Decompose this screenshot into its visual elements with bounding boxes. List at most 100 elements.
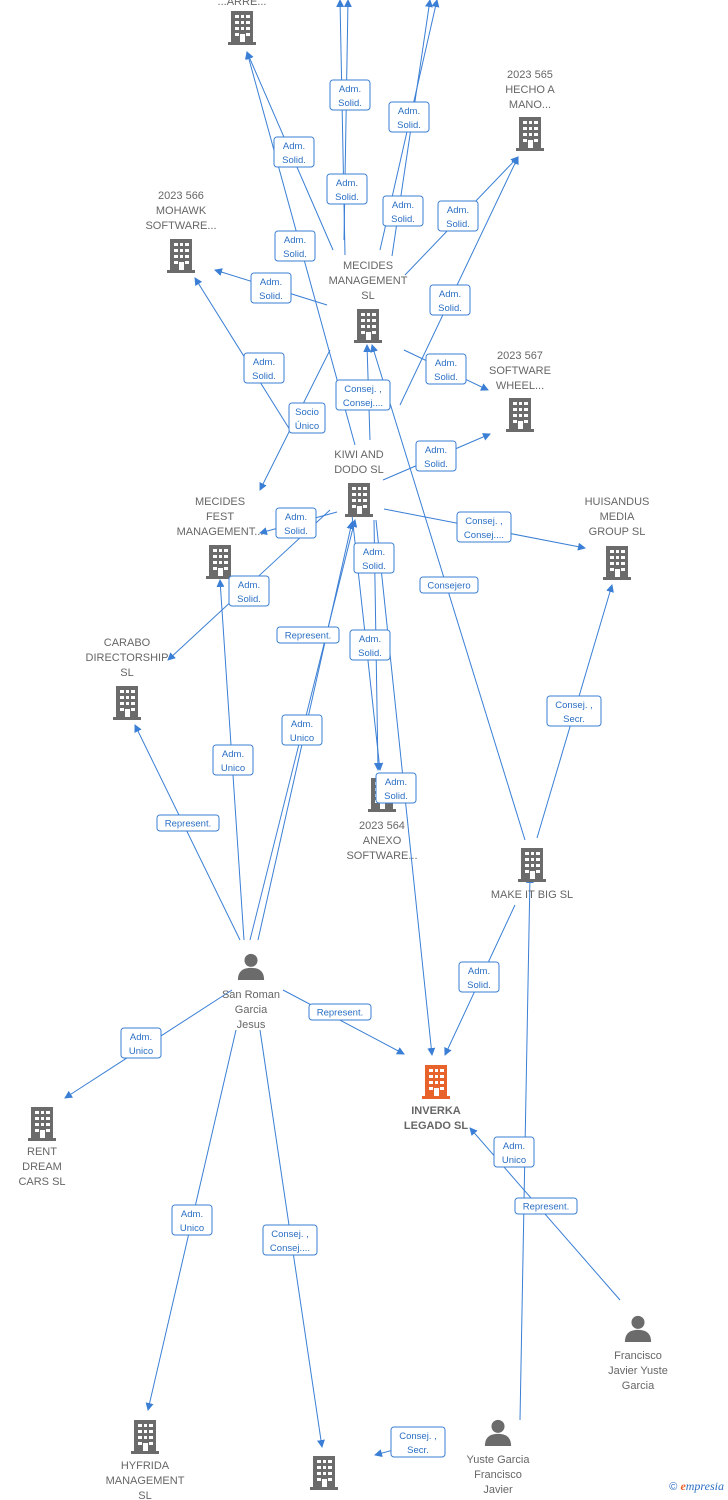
- edge-label[interactable]: Adm.Solid.: [388, 101, 430, 133]
- node-label: MANAGEMENT: [329, 275, 408, 287]
- edge-label-text: Solid.: [338, 98, 362, 109]
- edge-label-text: Consej....: [343, 398, 383, 409]
- edge-label-text: Adm.: [283, 141, 305, 152]
- edge-label[interactable]: Adm.Solid.: [415, 440, 457, 472]
- edge-line: [282, 989, 405, 1055]
- node-mohawk[interactable]: 2023 566MOHAWKSOFTWARE...: [145, 190, 217, 273]
- node-label: Francisco: [474, 1469, 522, 1481]
- building-icon: [310, 1456, 338, 1490]
- node-label: SL: [120, 667, 133, 679]
- edge-label[interactable]: Adm.Solid.: [429, 284, 471, 316]
- edge-label[interactable]: Adm.Unico: [493, 1136, 535, 1168]
- edge-label[interactable]: Adm.Solid.: [250, 272, 292, 304]
- node-label: 2023 564: [359, 820, 405, 832]
- edge-label[interactable]: Consej. ,Consej....: [262, 1224, 318, 1256]
- person-icon: [237, 953, 265, 980]
- edge-label[interactable]: Represent.: [514, 1197, 578, 1215]
- edge-label-text: Solid.: [358, 648, 382, 659]
- building-icon: [518, 848, 546, 882]
- copyright-symbol: ©: [669, 1481, 678, 1493]
- edge-label-box: [415, 440, 457, 472]
- edge-label[interactable]: Adm. Solid.: [329, 79, 371, 111]
- edge-label-text: Represent.: [285, 631, 331, 642]
- edge-label[interactable]: Consej. ,Secr.: [390, 1426, 446, 1458]
- edge-label[interactable]: Adm.Solid.: [375, 772, 417, 804]
- edge-label[interactable]: Adm.Solid.: [349, 629, 391, 661]
- node-makeitbig[interactable]: MAKE IT BIG SL: [491, 848, 573, 901]
- edge-label[interactable]: Adm.Solid.: [228, 575, 270, 607]
- edge-label[interactable]: Consej. ,Consej....: [456, 511, 512, 543]
- edge-label-text: Solid.: [438, 303, 462, 314]
- edge-label-box: [274, 230, 316, 262]
- edge-label[interactable]: Consejero: [419, 576, 479, 594]
- brand-first-letter: e: [680, 1479, 686, 1493]
- building-icon: [113, 686, 141, 720]
- edge-label-text: Represent.: [523, 1202, 569, 1213]
- edge-label[interactable]: Adm.Solid.: [274, 230, 316, 262]
- edge-label[interactable]: Represent.: [156, 814, 220, 832]
- node-anexo[interactable]: 2023 564ANEXOSOFTWARE...: [346, 778, 418, 862]
- edge-label[interactable]: Adm.Solid.: [273, 136, 315, 168]
- edge-label[interactable]: Adm.Solid.: [353, 542, 395, 574]
- edge-label-text: Unico: [180, 1223, 204, 1234]
- edge-label-box: [349, 629, 391, 661]
- edge-label[interactable]: Consej. ,Consej....: [335, 379, 391, 411]
- edge-label-box: [546, 695, 602, 727]
- edge-label[interactable]: Adm.Solid.: [275, 507, 317, 539]
- node-label: Garcia: [235, 1004, 268, 1016]
- node-label: MEDIA: [600, 511, 636, 523]
- node-mecides-fest[interactable]: MECIDESFESTMANAGEMENT...: [177, 496, 264, 579]
- edge-label[interactable]: Adm.Solid.: [458, 961, 500, 993]
- edge-label[interactable]: Adm.Solid.: [382, 195, 424, 227]
- brand-logo[interactable]: empresia: [680, 1479, 724, 1493]
- edge-label[interactable]: Adm.Unico: [171, 1204, 213, 1236]
- edge-label[interactable]: Adm.Solid.: [437, 200, 479, 232]
- node-label: HECHO A: [505, 84, 555, 96]
- building-icon: [354, 309, 382, 343]
- edge-label[interactable]: Represent.: [308, 1003, 372, 1021]
- edge-label-text: Solid.: [284, 526, 308, 537]
- node-bottom[interactable]: [310, 1456, 338, 1490]
- edge-label[interactable]: Adm.Solid.: [425, 353, 467, 385]
- node-label: 2023 566: [158, 190, 204, 202]
- edge-label-text: Adm.: [339, 84, 361, 95]
- edge-label-box: [375, 772, 417, 804]
- edge-label-text: Solid.: [362, 561, 386, 572]
- building-icon: [28, 1107, 56, 1141]
- node-wheel[interactable]: 2023 567SOFTWAREWHEEL...: [489, 350, 551, 432]
- edge-label-text: Adm.: [398, 106, 420, 117]
- edge-label[interactable]: Consej. ,Secr.: [546, 695, 602, 727]
- edge-label-box: [390, 1426, 446, 1458]
- node-label: MANAGEMENT: [106, 1475, 185, 1487]
- edge-label[interactable]: Adm.Solid.: [326, 173, 368, 205]
- edge-label-text: Solid.: [252, 371, 276, 382]
- edge-label[interactable]: Represent.: [276, 626, 340, 644]
- edge-label[interactable]: Adm.Solid.: [243, 352, 285, 384]
- edge-label-text: Consej. ,: [555, 700, 593, 711]
- edge-label-text: Solid.: [424, 459, 448, 470]
- edge-label-text: Consejero: [427, 581, 470, 592]
- edge-label[interactable]: Adm.Unico: [212, 744, 254, 776]
- node-label: ...ARRE...: [218, 0, 267, 8]
- edge-label-text: Solid.: [446, 219, 470, 230]
- edge-label-box: [262, 1224, 318, 1256]
- edge-label-box: [308, 1003, 372, 1021]
- edge-label-box: [171, 1204, 213, 1236]
- node-label: ANEXO: [363, 835, 402, 847]
- edge-label-box: [156, 814, 220, 832]
- node-top[interactable]: ...ARRE...: [218, 0, 267, 45]
- edge-label[interactable]: Adm.Unico: [281, 714, 323, 746]
- edge-label[interactable]: Adm.Unico: [120, 1027, 162, 1059]
